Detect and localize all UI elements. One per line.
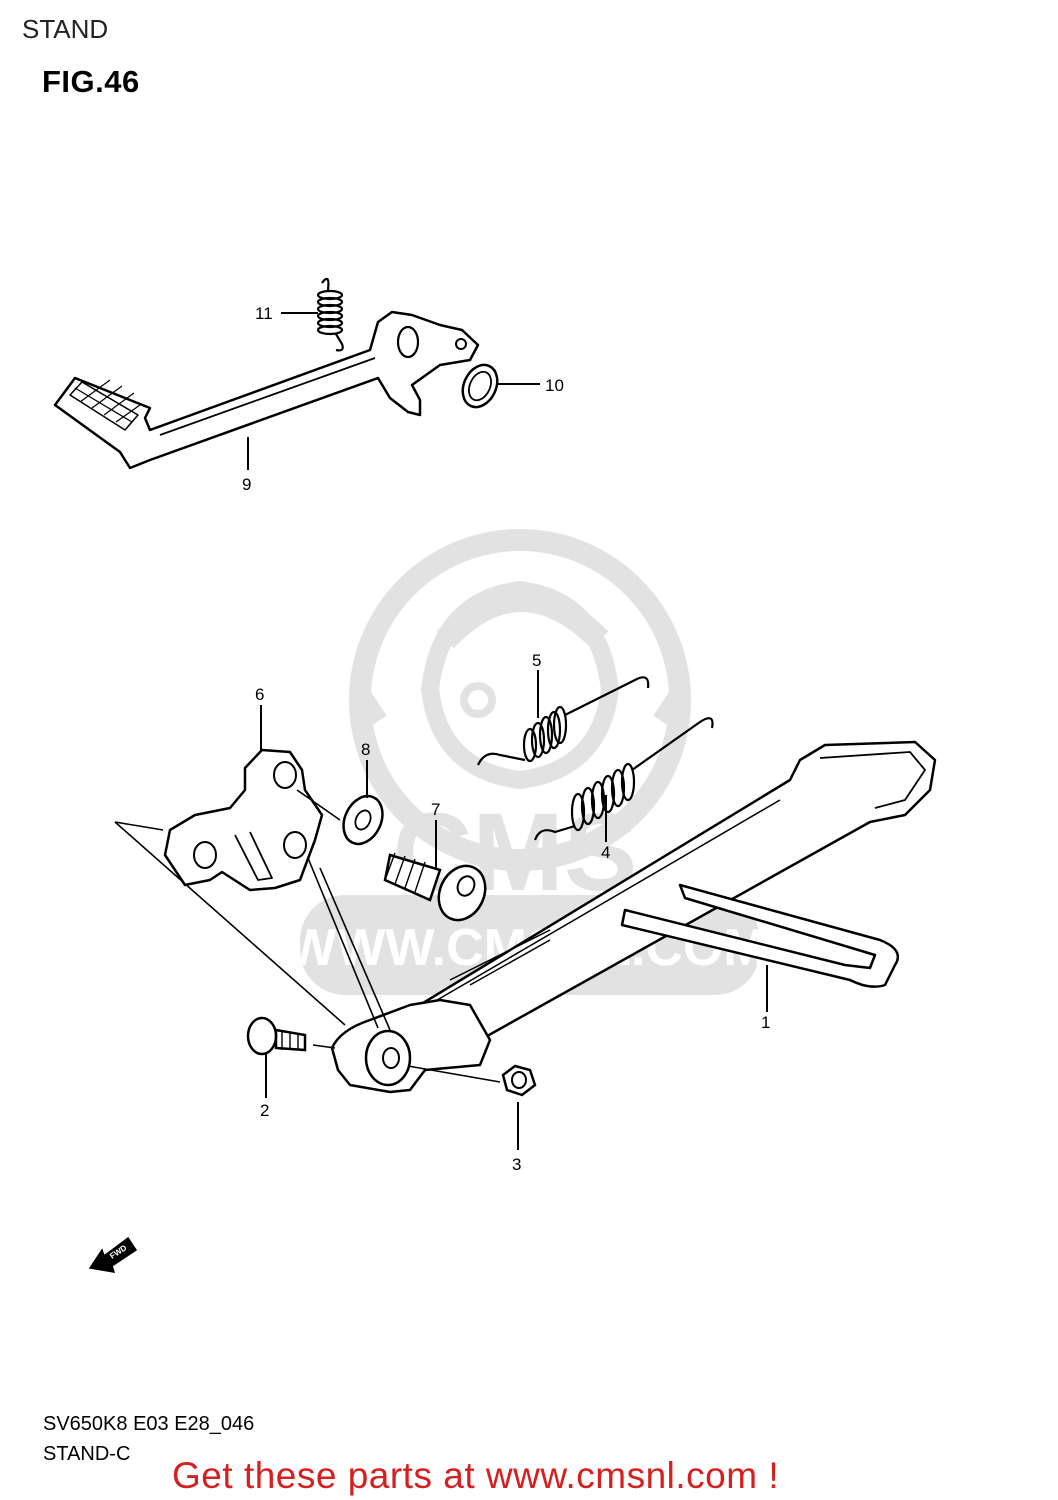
forward-arrow-icon: FWD	[88, 1236, 138, 1273]
callout-11: 11	[255, 304, 273, 323]
stand-spring-inner	[533, 717, 714, 841]
pedal-washer	[461, 363, 499, 409]
callout-3: 3	[512, 1155, 521, 1174]
stand-bolt	[246, 1016, 307, 1056]
callout-1: 1	[761, 1013, 770, 1032]
drawing-id: STAND-C	[43, 1443, 131, 1465]
figure-title: FIG.46	[42, 64, 140, 99]
callout-5: 5	[532, 651, 541, 670]
callout-8: 8	[361, 740, 370, 759]
side-stand	[330, 740, 937, 1094]
callout-labels: 11 10 9 6 8 7 5 4 1 2 3	[242, 304, 770, 1174]
watermark-logo-text: CMS	[393, 791, 637, 914]
callout-6: 6	[255, 685, 264, 704]
bracket-washer	[342, 794, 384, 846]
stand-nut	[501, 1064, 537, 1097]
callout-2: 2	[260, 1101, 269, 1120]
stand-spring-outer	[477, 676, 650, 766]
page-header: STAND	[22, 14, 109, 44]
pedal-return-spring	[316, 277, 344, 352]
watermark-goggles	[436, 588, 609, 649]
assembly-lines	[114, 789, 501, 1083]
pivot-bolt	[383, 852, 487, 922]
promo-link[interactable]: Get these parts at www.cmsnl.com !	[172, 1455, 780, 1496]
stand-bracket	[163, 748, 324, 892]
callout-10: 10	[545, 376, 564, 395]
leader-lines	[247, 312, 768, 1150]
watermark-eye-left	[460, 682, 496, 718]
watermark-wrench	[353, 685, 687, 725]
callout-7: 7	[431, 800, 440, 819]
callout-4: 4	[601, 843, 610, 862]
model-code: SV650K8 E03 E28_046	[43, 1413, 255, 1435]
brake-pedal	[53, 310, 480, 470]
callout-9: 9	[242, 475, 251, 494]
